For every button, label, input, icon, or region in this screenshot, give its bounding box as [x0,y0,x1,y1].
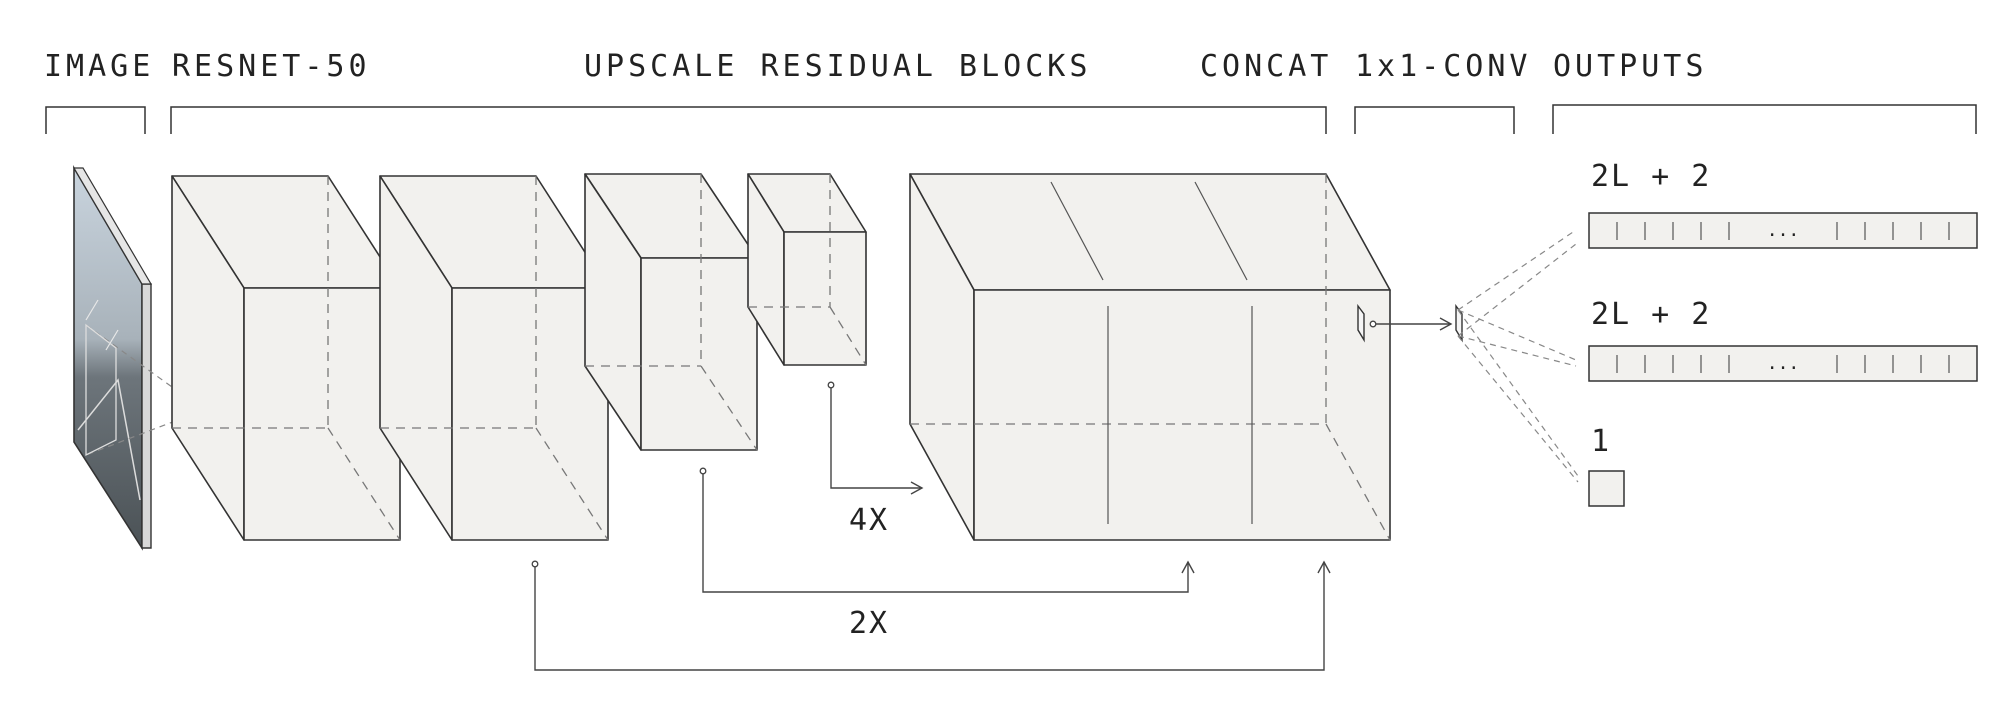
resnet-block-2 [379,175,609,541]
skip-connection-4x: 4X [827,381,924,538]
output-scalar: 1 [1588,424,1625,507]
bracket-outputs [1552,104,1977,134]
header-image: IMAGE [44,49,154,84]
header-resnet: RESNET-50 [172,49,371,84]
bracket-conv [1354,106,1515,134]
skip-connection-2x: 2X [699,467,1195,641]
header-upscale: UPSCALE RESIDUAL BLOCKS [584,49,1091,84]
bracket-backbone [170,106,1327,134]
scale-label-2x: 2X [849,606,889,641]
output-label-1: 2L + 2 [1591,159,1711,194]
header-concat: CONCAT [1200,49,1332,84]
scale-label-4x: 4X [849,503,889,538]
header-conv: 1x1-CONV [1355,49,1532,84]
bracket-image [45,106,146,134]
skip-connection-1x [531,560,1331,671]
output-label-3: 1 [1591,424,1611,459]
output-label-2: 2L + 2 [1591,297,1711,332]
resnet-block-1 [171,175,401,541]
upscale-block-2 [747,173,867,366]
concat-block [909,173,1391,541]
upscale-block-1 [584,173,758,451]
input-image [72,165,206,551]
output-ellipsis-2: ... [1767,353,1800,374]
output-vector-1: 2L + 2 ... [1588,159,1978,249]
output-vector-2: 2L + 2 ... [1588,297,1978,382]
conv-1x1 [1369,229,1579,483]
header-outputs: OUTPUTS [1553,49,1707,84]
output-ellipsis-1: ... [1767,220,1800,241]
